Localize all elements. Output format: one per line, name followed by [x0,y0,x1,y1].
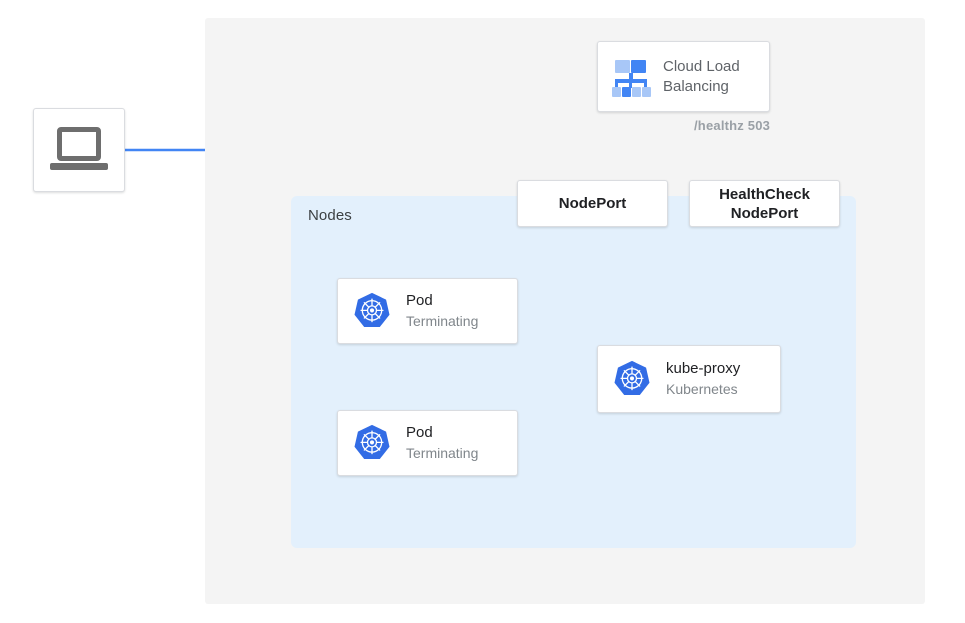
nodeport-node[interactable]: NodePort [517,180,668,227]
nodeport-label: NodePort [558,195,627,212]
load-balancer-title-line2: Balancing [663,77,729,95]
healthcheck-nodeport-label-line1: HealthCheck [719,185,810,203]
kube-proxy-title: kube-proxy [666,360,741,377]
kubernetes-icon [354,424,390,459]
healthz-edge-label: /healthz 503 [694,118,771,133]
healthcheck-nodeport-node[interactable]: HealthCheck NodePort [689,180,840,227]
kube-proxy-subtitle: Kubernetes [666,381,738,397]
client-laptop-node[interactable] [33,108,125,192]
pod-1-title: Pod [406,292,433,309]
nodes-panel-label: Nodes [308,207,352,224]
kubernetes-icon [614,360,650,395]
cloud-load-balancing-node[interactable]: Cloud Load Balancing [597,41,770,112]
pod-node-2[interactable]: Pod Terminating [337,410,518,476]
laptop-icon [50,127,108,173]
pod-node-1[interactable]: Pod Terminating [337,278,518,344]
pod-2-title: Pod [406,424,433,441]
kubernetes-icon [354,292,390,327]
healthcheck-nodeport-label-line2: NodePort [730,204,799,222]
kube-proxy-node[interactable]: kube-proxy Kubernetes [597,345,781,413]
cloud-load-balancing-icon [610,58,652,97]
pod-1-status: Terminating [406,313,479,329]
pod-2-status: Terminating [406,445,479,461]
load-balancer-title-line1: Cloud Load [663,57,740,75]
